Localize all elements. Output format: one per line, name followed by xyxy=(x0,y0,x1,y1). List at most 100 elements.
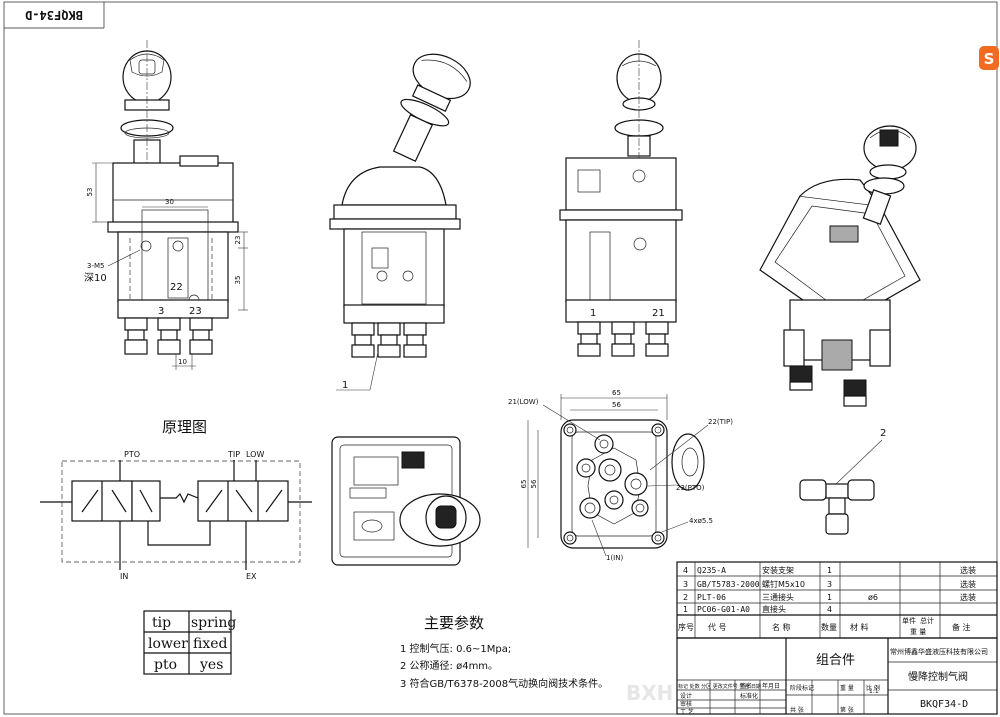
svg-text:标记 处数 分区 更改文件号 签名 日期: 标记 处数 分区 更改文件号 签名 日期 xyxy=(678,683,761,690)
svg-text:56: 56 xyxy=(530,479,538,488)
svg-text:LOW: LOW xyxy=(246,450,264,459)
svg-text:标准化: 标准化 xyxy=(740,692,758,700)
svg-text:选装: 选装 xyxy=(960,565,976,575)
svg-text:名 称: 名 称 xyxy=(772,622,791,632)
svg-text:三通接头: 三通接头 xyxy=(762,592,794,602)
front-view: 30 53 23 35 10 3-M5 深10 22 3 23 xyxy=(84,40,248,370)
watermark: BXH xyxy=(626,681,673,705)
svg-text:35: 35 xyxy=(234,276,242,285)
svg-text:56: 56 xyxy=(612,401,621,409)
schematic-title: 原理图 xyxy=(162,418,207,436)
svg-text:4xø5.5: 4xø5.5 xyxy=(689,517,713,525)
svg-text:安装支架: 安装支架 xyxy=(762,565,794,575)
svg-text:10: 10 xyxy=(178,358,187,366)
svg-text:直接头: 直接头 xyxy=(762,604,786,614)
svg-text:1 控制气压: 0.6~1Mpa;: 1 控制气压: 0.6~1Mpa; xyxy=(400,642,511,655)
svg-text:1: 1 xyxy=(590,308,596,319)
svg-text:签名: 签名 xyxy=(740,682,752,690)
svg-text:2: 2 xyxy=(683,593,688,602)
svg-text:设计: 设计 xyxy=(680,692,692,700)
svg-text:21: 21 xyxy=(652,308,665,319)
svg-text:53: 53 xyxy=(86,188,94,197)
svg-text:23(PTO): 23(PTO) xyxy=(676,484,705,492)
svg-text:比 例: 比 例 xyxy=(866,684,880,692)
tee-fitting: 2 xyxy=(799,428,886,535)
bom-table: 4 Q235-A 安装支架 1 选装 3 GB/T5783-2000 螺钉M5x… xyxy=(676,561,998,639)
svg-text:1: 1 xyxy=(683,605,688,614)
svg-text:4: 4 xyxy=(827,605,832,614)
svg-text:IN: IN xyxy=(120,572,128,581)
svg-text:tip: tip xyxy=(152,615,171,631)
svg-text:深10: 深10 xyxy=(84,272,107,284)
svg-text:总计: 总计 xyxy=(920,616,934,625)
svg-text:Q235-A: Q235-A xyxy=(697,566,726,575)
svg-text:3: 3 xyxy=(158,306,164,317)
svg-text:1: 1 xyxy=(827,593,832,602)
svg-text:3: 3 xyxy=(683,580,688,589)
company-name: 常州博鑫华盛液压科技有限公司 xyxy=(890,647,988,656)
svg-text:年月日: 年月日 xyxy=(762,682,780,690)
svg-text:单件: 单件 xyxy=(902,616,916,625)
svg-text:PLT-06: PLT-06 xyxy=(697,593,726,602)
svg-text:3 符合GB/T6378-2008气动换向阀技术条件。: 3 符合GB/T6378-2008气动换向阀技术条件。 xyxy=(400,677,608,690)
svg-text:fixed: fixed xyxy=(193,636,228,652)
product-name: 慢降控制气阀 xyxy=(908,670,968,683)
svg-text:1:1: 1:1 xyxy=(869,688,879,695)
svg-text:重 量: 重 量 xyxy=(910,628,926,636)
top-view xyxy=(331,436,481,566)
svg-text:spring: spring xyxy=(191,615,236,631)
svg-text:序号: 序号 xyxy=(678,622,694,632)
svg-text:65: 65 xyxy=(612,389,621,397)
svg-text:材 料: 材 料 xyxy=(850,622,869,632)
svg-text:3-M5: 3-M5 xyxy=(87,262,104,270)
svg-text:阶段标记: 阶段标记 xyxy=(790,684,814,692)
svg-text:2: 2 xyxy=(880,428,886,439)
svg-text:共 张: 共 张 xyxy=(790,706,804,714)
svg-text:备 注: 备 注 xyxy=(952,622,971,632)
svg-text:1: 1 xyxy=(342,380,348,391)
svg-text:第 张: 第 张 xyxy=(840,706,854,714)
svg-text:PC06-G01-A0: PC06-G01-A0 xyxy=(697,605,750,614)
svg-text:pto: pto xyxy=(154,657,177,673)
svg-text:代 号: 代 号 xyxy=(708,622,727,632)
main-parameters: 主要参数 1 控制气压: 0.6~1Mpa; 2 公称通径: ø4mm。 3 符… xyxy=(400,614,608,690)
svg-text:数量: 数量 xyxy=(821,622,837,632)
svg-text:螺钉M5x10: 螺钉M5x10 xyxy=(762,579,805,589)
svg-text:PTO: PTO xyxy=(124,450,140,459)
svg-text:23: 23 xyxy=(234,236,242,245)
svg-text:工 艺: 工 艺 xyxy=(680,708,694,716)
title-block: 组合件 常州博鑫华盛液压科技有限公司 慢降控制气阀 BKQF34-D 1:1 标… xyxy=(676,637,998,716)
svg-text:EX: EX xyxy=(246,572,257,581)
svg-text:1: 1 xyxy=(827,566,832,575)
isometric-view xyxy=(759,125,921,407)
svg-text:审核: 审核 xyxy=(680,700,692,708)
svg-text:4: 4 xyxy=(683,566,688,575)
rear-view: 1 21 xyxy=(559,40,683,357)
assembly-label: 组合件 xyxy=(816,653,855,668)
svg-text:GB/T5783-2000: GB/T5783-2000 xyxy=(697,580,760,589)
drawing-frame xyxy=(3,1,998,715)
badge-icon: S xyxy=(979,46,999,70)
svg-text:ø6: ø6 xyxy=(868,593,878,602)
bottom-view: 65 56 65 56 21(LOW) 22(TIP) 23(PTO) 1(IN… xyxy=(508,389,733,562)
svg-text:TIP: TIP xyxy=(227,450,240,459)
svg-text:S: S xyxy=(984,50,995,68)
svg-text:yes: yes xyxy=(199,657,223,673)
svg-text:选装: 选装 xyxy=(960,592,976,602)
function-table: tip spring lower fixed pto yes xyxy=(143,610,236,675)
svg-text:22(TIP): 22(TIP) xyxy=(708,418,733,426)
params-title: 主要参数 xyxy=(424,614,484,632)
svg-text:22: 22 xyxy=(170,282,183,293)
svg-text:选装: 选装 xyxy=(960,579,976,589)
side-view: 1 xyxy=(329,53,471,391)
svg-text:30: 30 xyxy=(165,198,174,206)
svg-text:3: 3 xyxy=(827,580,832,589)
svg-text:23: 23 xyxy=(189,306,202,317)
svg-text:21(LOW): 21(LOW) xyxy=(508,398,539,406)
drawing-tag: BKQF34-D xyxy=(25,8,83,22)
svg-text:65: 65 xyxy=(520,480,528,489)
svg-text:2 公称通径: ø4mm。: 2 公称通径: ø4mm。 xyxy=(400,659,498,672)
svg-text:重 量: 重 量 xyxy=(840,684,854,692)
svg-text:lower: lower xyxy=(148,636,188,652)
